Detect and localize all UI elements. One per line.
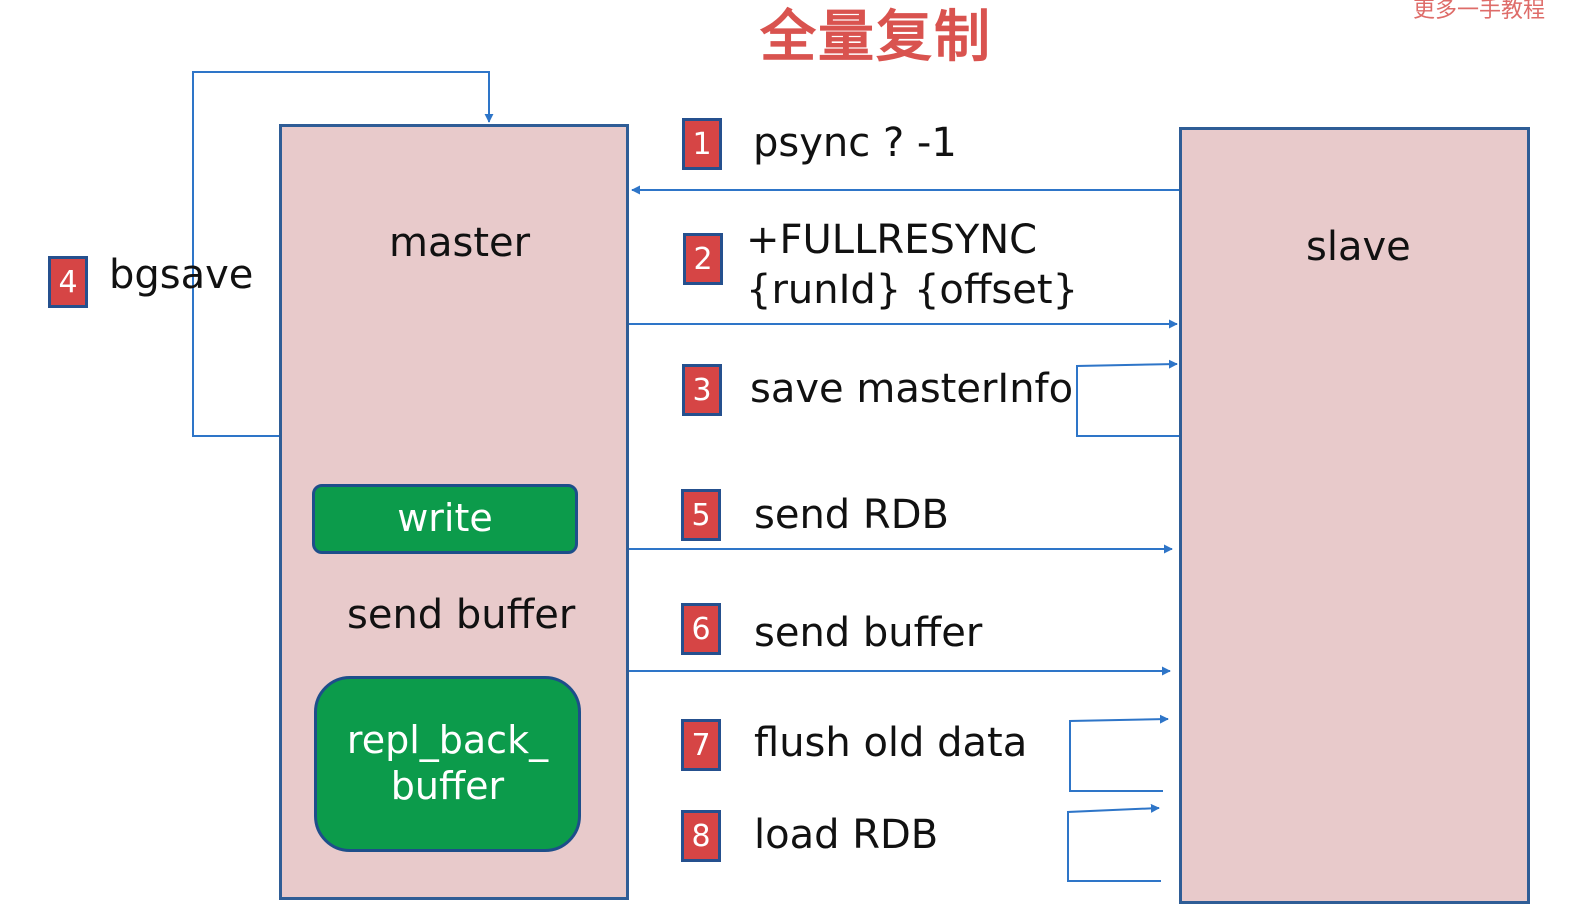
flush-old-data-loop-arrow xyxy=(1069,714,1169,792)
step-2-label: +FULLRESYNC {runId} {offset} xyxy=(746,215,1078,315)
step-3-label: save masterInfo xyxy=(750,366,1074,412)
step-3-badge: 3 xyxy=(682,364,722,416)
slave-node xyxy=(1179,127,1530,904)
step-5-badge: 5 xyxy=(681,489,721,541)
diagram-title: 全量复制 xyxy=(760,5,992,70)
step-2-label-line1: +FULLRESYNC xyxy=(746,217,1038,263)
repl-back-buffer-label-line2: buffer xyxy=(390,764,505,808)
write-label: write xyxy=(397,496,493,541)
repl-back-buffer-node: repl_back_ buffer xyxy=(314,676,581,852)
master-label: master xyxy=(389,220,531,266)
step-2-badge: 2 xyxy=(683,233,723,285)
step-7-badge: 7 xyxy=(681,719,721,771)
step-1-label: psync ? -1 xyxy=(753,120,957,166)
load-rdb-loop-arrow xyxy=(1067,803,1161,882)
step-7-label: flush old data xyxy=(754,720,1028,766)
step-4-label: bgsave xyxy=(109,252,254,298)
internal-send-buffer-label: send buffer xyxy=(347,592,576,638)
step-6-label: send buffer xyxy=(754,610,983,656)
step-6-badge: 6 xyxy=(681,603,721,655)
step-8-badge: 8 xyxy=(681,810,721,862)
save-masterinfo-loop-arrow xyxy=(1076,359,1179,437)
repl-back-buffer-label-line1: repl_back_ xyxy=(346,718,549,763)
step-8-label: load RDB xyxy=(754,812,939,858)
step-2-label-line2: {runId} {offset} xyxy=(746,267,1079,313)
slave-label: slave xyxy=(1306,224,1411,270)
write-node: write xyxy=(312,484,578,554)
step-5-label: send RDB xyxy=(754,492,949,538)
watermark-text: 更多一手教程 xyxy=(1413,0,1546,23)
bgsave-loop-arrow xyxy=(192,71,494,437)
step-4-badge: 4 xyxy=(48,256,88,308)
step-1-badge: 1 xyxy=(682,118,722,170)
